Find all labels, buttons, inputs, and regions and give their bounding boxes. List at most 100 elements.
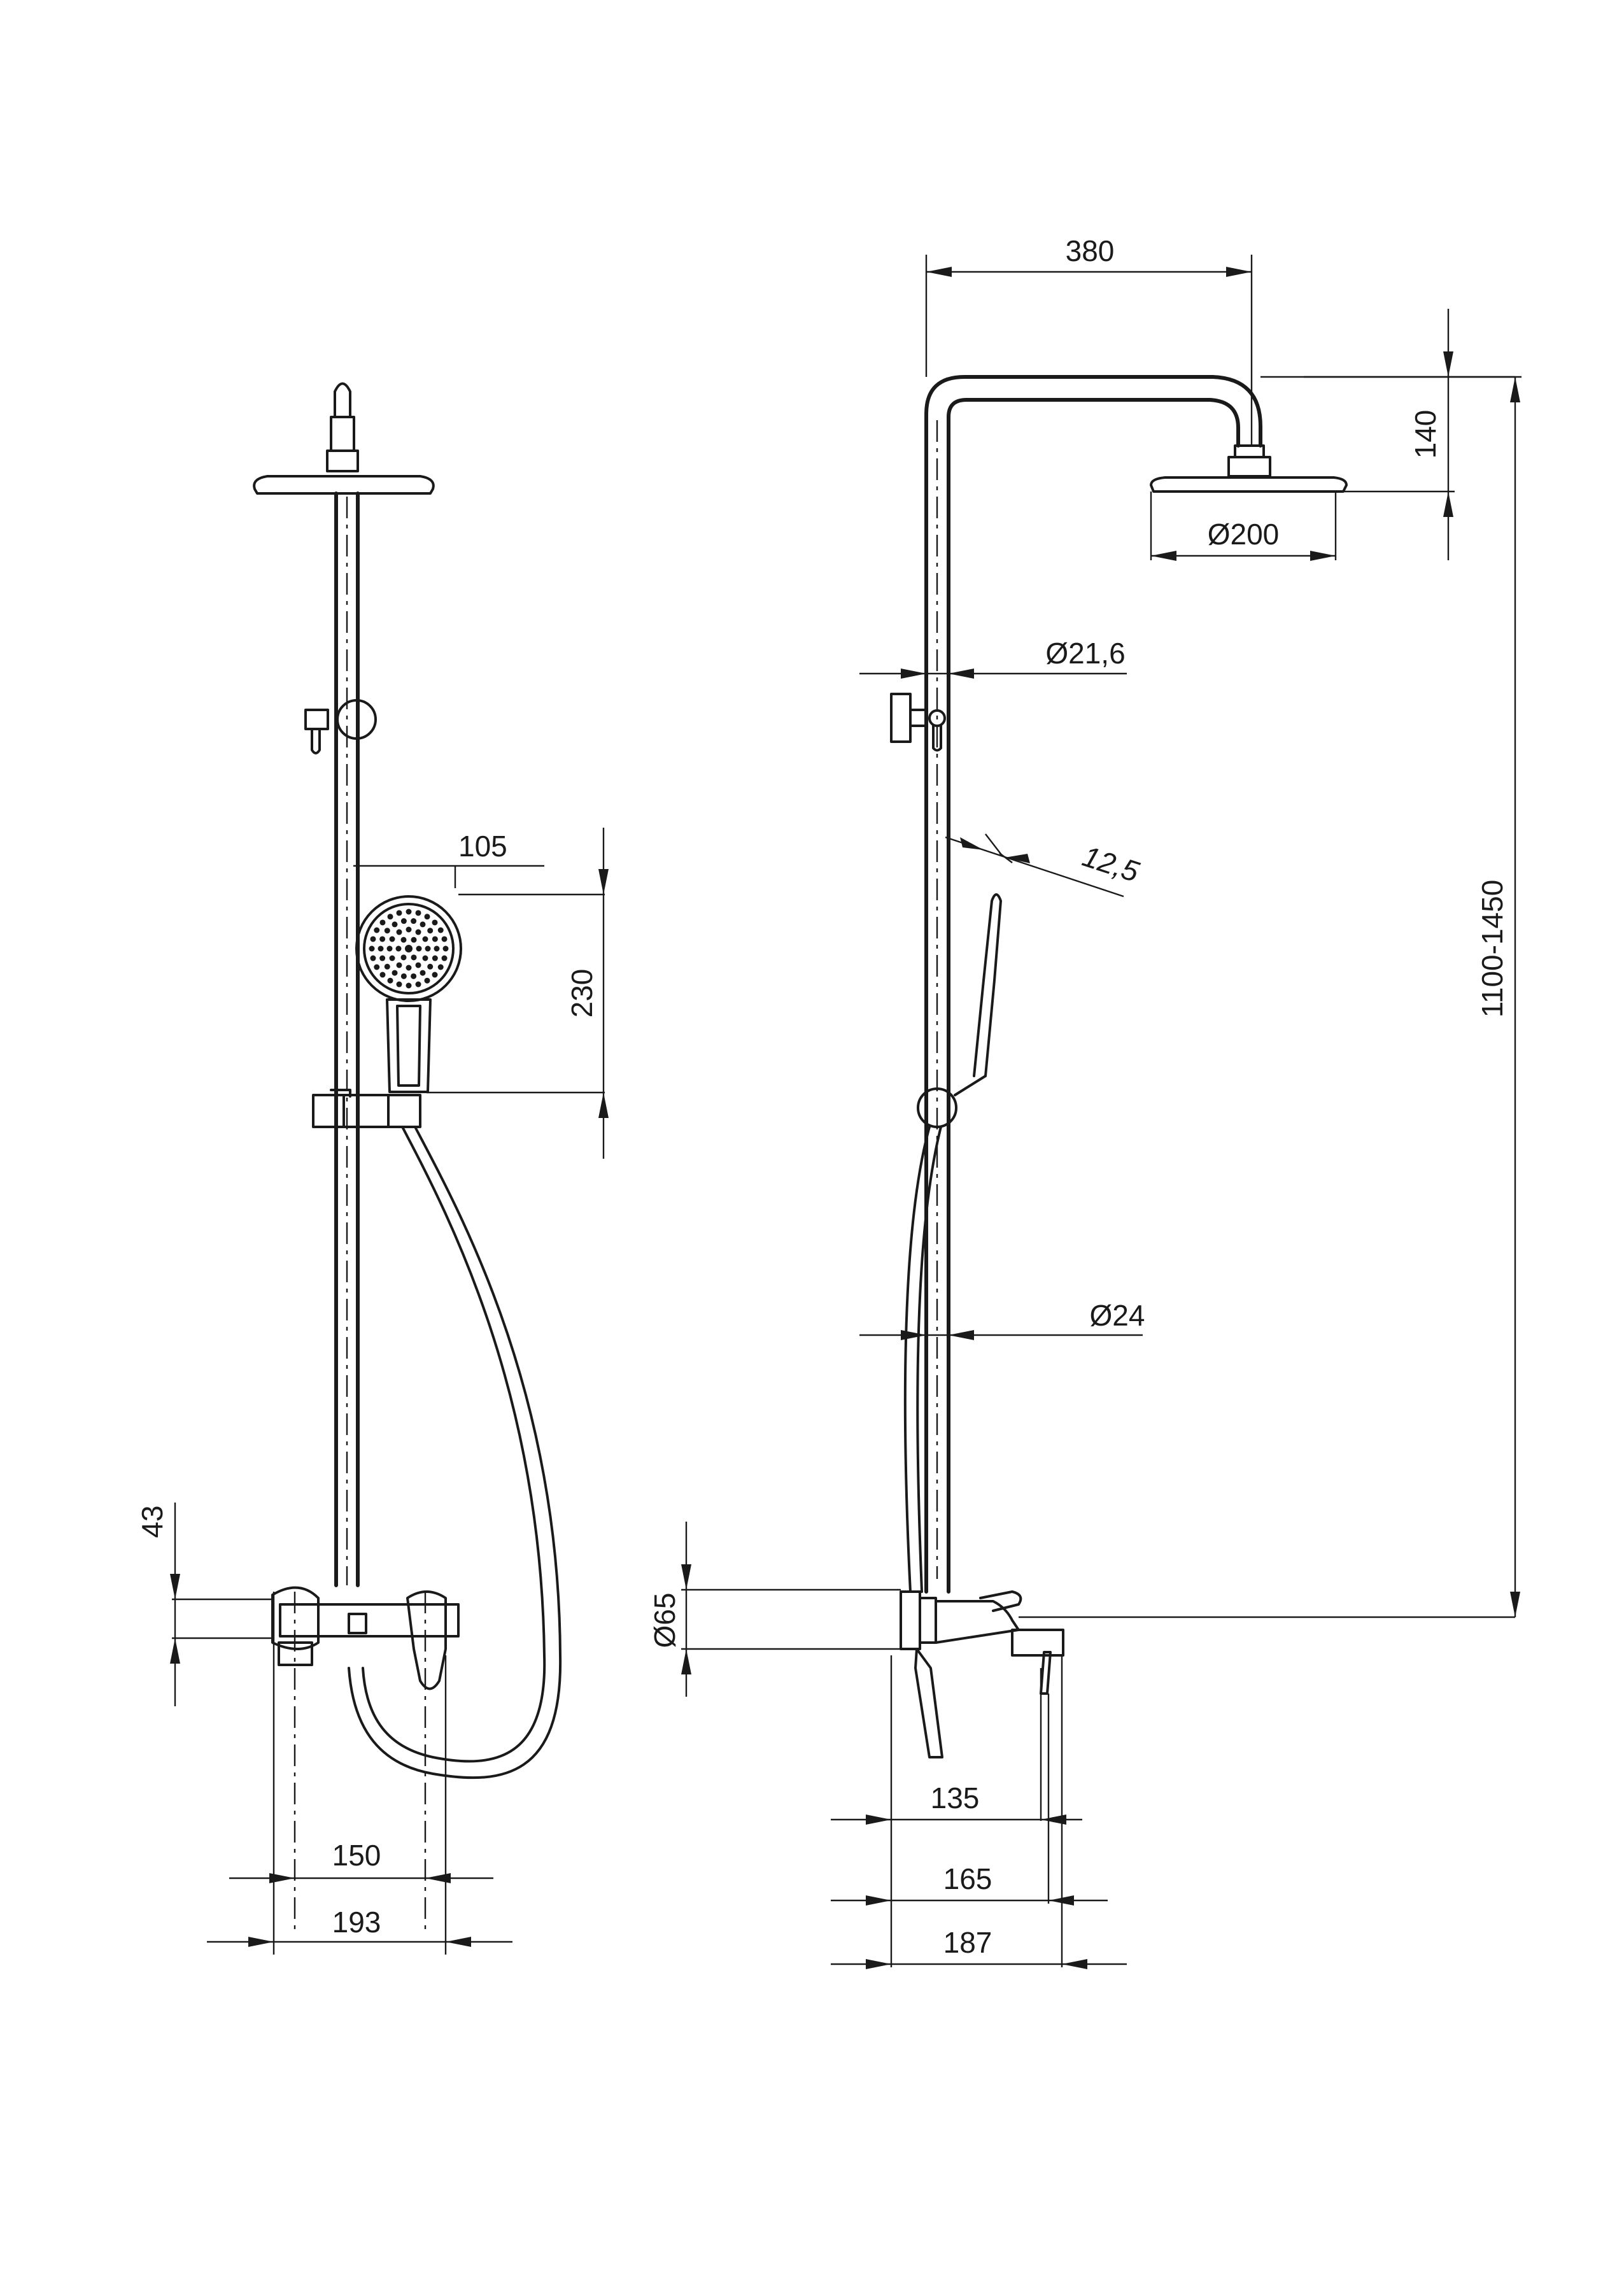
spray-nozzle bbox=[437, 964, 444, 970]
dim-d200: Ø200 bbox=[1150, 492, 1337, 561]
side-holder bbox=[917, 1087, 957, 1128]
dim-165: 165 bbox=[831, 1862, 1108, 1906]
spray-nozzle bbox=[415, 981, 421, 987]
top-connector bbox=[326, 416, 359, 472]
spray-nozzle bbox=[392, 921, 398, 928]
spray-nozzle bbox=[396, 962, 402, 968]
dim-150-text: 150 bbox=[332, 1839, 381, 1872]
spray-nozzle bbox=[441, 936, 448, 942]
spray-nozzle bbox=[424, 977, 430, 984]
spray-nozzle bbox=[370, 936, 376, 942]
spray-nozzle bbox=[396, 910, 402, 916]
spray-nozzle bbox=[406, 982, 412, 989]
dim-d21-6-text: Ø21,6 bbox=[1045, 637, 1125, 670]
spray-nozzle bbox=[379, 936, 386, 942]
side-view: 380 140 Ø200 Ø21,6 bbox=[648, 234, 1522, 1969]
dim-43: 43 bbox=[136, 1503, 274, 1706]
dim-230-text: 230 bbox=[565, 969, 598, 1018]
spray-nozzle bbox=[411, 937, 417, 943]
dim-380-text: 380 bbox=[1066, 234, 1115, 267]
spray-nozzle bbox=[379, 955, 386, 961]
dim-d200-text: Ø200 bbox=[1208, 518, 1280, 551]
spray-nozzle bbox=[387, 977, 393, 984]
side-diverter bbox=[890, 693, 946, 752]
spray-nozzle bbox=[386, 945, 393, 952]
spray-nozzle bbox=[427, 963, 434, 970]
spray-nozzle bbox=[427, 928, 434, 934]
spray-nozzle bbox=[432, 936, 438, 942]
spray-nozzle bbox=[392, 970, 398, 976]
spray-nozzle bbox=[416, 945, 422, 952]
dim-380: 380 bbox=[925, 234, 1253, 446]
spray-nozzle bbox=[442, 945, 449, 952]
dim-187: 187 bbox=[831, 1926, 1127, 1969]
side-hand-shower bbox=[954, 893, 1002, 1096]
spray-nozzle bbox=[420, 970, 426, 976]
spray-nozzle bbox=[422, 955, 428, 961]
rain-shower-disc bbox=[253, 475, 435, 495]
dim-1100-1450-text: 1100-1450 bbox=[1476, 880, 1509, 1018]
dim-193: 193 bbox=[207, 1592, 512, 1955]
dim-140: 140 bbox=[1260, 309, 1515, 560]
top-nozzle bbox=[334, 382, 351, 418]
spray-nozzle bbox=[415, 962, 421, 968]
dim-d65: Ø65 bbox=[648, 1522, 901, 1697]
spray-nozzle bbox=[400, 973, 407, 979]
shower-hose bbox=[362, 1126, 546, 1763]
spray-nozzle bbox=[406, 965, 412, 971]
spray-nozzle bbox=[441, 955, 448, 961]
dim-193-text: 193 bbox=[332, 1906, 381, 1939]
spray-nozzle bbox=[384, 928, 390, 934]
dim-105: 105 bbox=[353, 830, 544, 888]
spray-nozzle bbox=[425, 945, 431, 952]
side-mixer bbox=[900, 1590, 1064, 1758]
dim-135: 135 bbox=[831, 1781, 1082, 1825]
spray-nozzles bbox=[369, 909, 449, 989]
spray-nozzle bbox=[411, 973, 417, 979]
dim-165-text: 165 bbox=[943, 1862, 992, 1895]
side-hose bbox=[903, 1126, 931, 1593]
slider-holder bbox=[312, 1089, 421, 1128]
spray-nozzle bbox=[374, 964, 380, 970]
diverter-knob bbox=[304, 699, 377, 754]
dim-135-text: 135 bbox=[931, 1781, 980, 1815]
spray-nozzle bbox=[405, 945, 413, 952]
spray-nozzle bbox=[420, 921, 426, 928]
spray-nozzle bbox=[374, 927, 380, 933]
spray-nozzle bbox=[406, 926, 412, 933]
spray-nozzle bbox=[424, 914, 430, 920]
spray-nozzle bbox=[411, 954, 417, 961]
side-riser-outer bbox=[924, 375, 1262, 1594]
spray-nozzle bbox=[389, 936, 395, 942]
mixer-body bbox=[271, 1586, 460, 1690]
dim-150: 150 bbox=[229, 1839, 493, 1883]
dim-d24: Ø24 bbox=[859, 1299, 1145, 1340]
spray-nozzle bbox=[411, 918, 417, 924]
spray-nozzle bbox=[378, 945, 384, 952]
spray-nozzle bbox=[379, 972, 386, 978]
dim-43-text: 43 bbox=[136, 1505, 169, 1538]
side-hose-2 bbox=[916, 1126, 942, 1593]
spray-nozzle bbox=[437, 927, 444, 933]
dim-1100-1450: 1100-1450 bbox=[1304, 376, 1522, 1617]
hand-shower bbox=[355, 895, 462, 1093]
front-view: 105 230 43 150 bbox=[136, 382, 609, 1955]
spray-nozzle bbox=[400, 954, 407, 961]
spray-nozzle bbox=[387, 914, 393, 920]
dim-d21-6: Ø21,6 bbox=[859, 637, 1127, 679]
dim-12-5: 12,5 bbox=[945, 833, 1143, 898]
dim-230: 230 bbox=[427, 828, 609, 1159]
spray-nozzle bbox=[400, 918, 407, 924]
spray-nozzle bbox=[434, 945, 440, 952]
dim-12-5-text: 12,5 bbox=[1078, 839, 1143, 888]
spray-nozzle bbox=[396, 929, 402, 935]
spray-nozzle bbox=[432, 972, 438, 978]
dim-140-text: 140 bbox=[1409, 410, 1442, 459]
spray-nozzle bbox=[395, 945, 402, 952]
spray-nozzle bbox=[432, 919, 438, 926]
side-riser-inner bbox=[947, 398, 1240, 1594]
spray-nozzle bbox=[432, 955, 438, 961]
side-rain-shower bbox=[1150, 444, 1348, 493]
spray-nozzle bbox=[379, 919, 386, 926]
